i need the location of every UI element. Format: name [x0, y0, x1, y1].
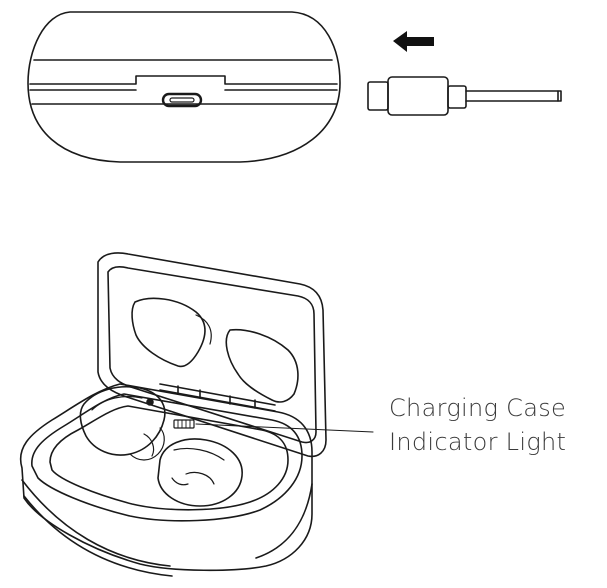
earbud-icon — [79, 386, 166, 461]
open-case-perspective-view — [19, 252, 327, 577]
usb-c-port-icon — [161, 92, 203, 108]
callout-label: Charging Case Indicator Light — [389, 391, 566, 459]
indicator-light — [173, 419, 195, 429]
insert-arrow-icon — [393, 31, 434, 52]
callout-leader-line — [195, 423, 374, 433]
callout-line-2: Indicator Light — [389, 428, 567, 456]
earbud-icon — [157, 438, 243, 507]
callout-line-1: Charging Case — [389, 394, 567, 422]
closed-case-front-view — [27, 11, 341, 163]
usb-c-cable-icon — [367, 76, 562, 116]
